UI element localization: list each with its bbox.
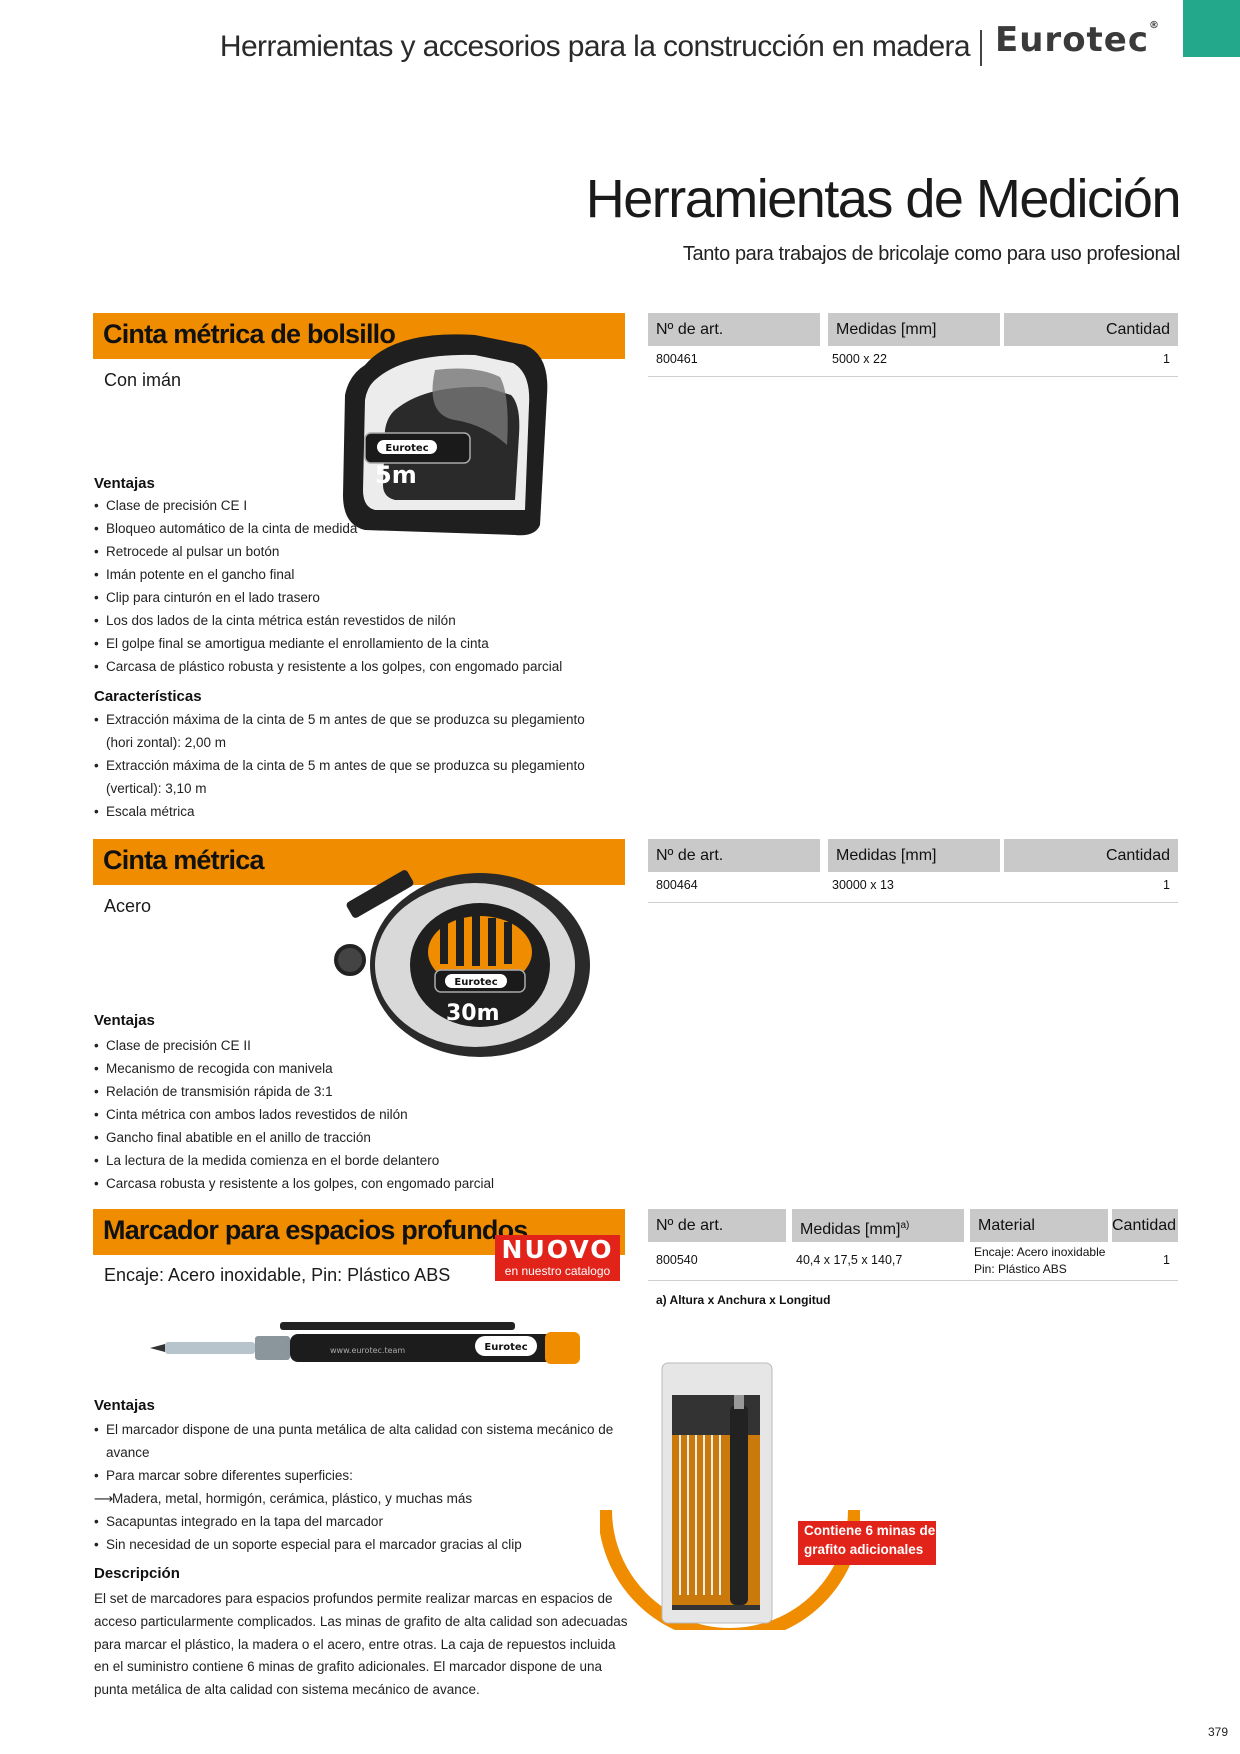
cell-medidas: 30000 x 13 xyxy=(832,878,894,892)
section-banner-pocket-tape: Cinta métrica de bolsillo xyxy=(93,313,625,359)
list-item: El golpe final se amortigua mediante el … xyxy=(94,632,614,655)
caracteristicas-list: Extracción máxima de la cinta de 5 m ant… xyxy=(94,708,614,823)
cell-medidas: 40,4 x 17,5 x 140,7 xyxy=(796,1253,903,1267)
list-item: Cinta métrica con ambos lados revestidos… xyxy=(94,1103,614,1126)
col-header-cantidad: Cantidad xyxy=(1004,313,1178,346)
col-header-medidas: Medidas [mm] xyxy=(828,313,1000,346)
col-header-cantidad: Cantidad xyxy=(1112,1209,1178,1242)
ventajas-heading: Ventajas xyxy=(94,1397,155,1414)
page-number: 379 xyxy=(1207,1725,1228,1739)
descripcion-heading: Descripción xyxy=(94,1565,180,1582)
col-header-art: Nº de art. xyxy=(648,839,820,872)
new-badge-label: NUOVO xyxy=(501,1235,614,1264)
cell-cantidad: 1 xyxy=(1163,878,1170,892)
cell-art: 800540 xyxy=(656,1253,698,1267)
pocket-tape-measure-image: Eurotec 5m xyxy=(343,334,548,536)
pen-url: www.eurotec.team xyxy=(330,1346,405,1355)
section-subtitle: Acero xyxy=(104,896,152,916)
deep-hole-marker-image: Eurotec www.eurotec.team xyxy=(150,1322,580,1364)
col-header-art: Nº de art. xyxy=(648,313,820,346)
list-item: Sacapuntas integrado en la tapa del marc… xyxy=(94,1510,614,1533)
col-header-art: Nº de art. xyxy=(648,1209,786,1242)
section-title: Marcador para espacios profundos xyxy=(103,1215,528,1245)
list-item: Extracción máxima de la cinta de 5 m ant… xyxy=(94,754,614,800)
product-table-800464: Nº de art. Medidas [mm] Cantidad 800464 … xyxy=(648,839,1178,903)
tape-size-label: 5m xyxy=(375,461,417,489)
caracteristicas-heading: Características xyxy=(94,688,202,705)
list-item: Gancho final abatible en el anillo de tr… xyxy=(94,1126,614,1149)
list-item: Los dos lados de la cinta métrica están … xyxy=(94,609,614,632)
col-header-material: Material xyxy=(970,1209,1108,1242)
list-item: La lectura de la medida comienza en el b… xyxy=(94,1149,614,1172)
tape-size-label: 30m xyxy=(446,1001,500,1026)
ventajas-list: Clase de precisión CE IIMecanismo de rec… xyxy=(94,1034,614,1195)
list-item: Escala métrica xyxy=(94,800,614,823)
new-badge-sublabel: en nuestro catalogo xyxy=(504,1264,611,1278)
list-item: Carcasa de plástico robusta y resistente… xyxy=(94,655,614,678)
refill-pack-image xyxy=(600,1362,860,1630)
section-banner-tape: Cinta métrica xyxy=(93,839,625,885)
product-table-800540: Nº de art. Medidas [mm]a) Material Canti… xyxy=(648,1209,1178,1281)
list-item: Clase de precisión CE II xyxy=(94,1034,614,1057)
list-item: Clip para cinturón en el lado trasero xyxy=(94,586,614,609)
list-item: Carcasa robusta y resistente a los golpe… xyxy=(94,1172,614,1195)
list-item: Imán potente en el gancho final xyxy=(94,563,614,586)
header-separator xyxy=(980,30,982,66)
page-subtitle: Tanto para trabajos de bricolaje como pa… xyxy=(682,243,1181,265)
new-badge: NUOVO en nuestro catalogo xyxy=(495,1235,620,1281)
list-item: Relación de transmisión rápida de 3:1 xyxy=(94,1080,614,1103)
long-tape-measure-image: Eurotec 30m xyxy=(334,870,590,1057)
header-title: Herramientas y accesorios para la constr… xyxy=(219,30,971,63)
cell-art: 800461 xyxy=(656,352,698,366)
brand-logo: Eurotec® xyxy=(995,20,1161,60)
ventajas-heading: Ventajas xyxy=(94,475,155,492)
list-item: Clase de precisión CE I xyxy=(94,494,614,517)
table-row: 800540 40,4 x 17,5 x 140,7 Encaje: Acero… xyxy=(648,1242,1178,1281)
cell-cantidad: 1 xyxy=(1163,352,1170,366)
section-title: Cinta métrica xyxy=(103,845,264,875)
ventajas-list: Clase de precisión CE IBloqueo automátic… xyxy=(94,494,614,678)
list-item: Bloqueo automático de la cinta de medida xyxy=(94,517,614,540)
list-item: Mecanismo de recogida con manivela xyxy=(94,1057,614,1080)
ventajas-list: El marcador dispone de una punta metálic… xyxy=(94,1418,614,1556)
col-header-cantidad: Cantidad xyxy=(1004,839,1178,872)
product-table-800461: Nº de art. Medidas [mm] Cantidad 800461 … xyxy=(648,313,1178,377)
cell-art: 800464 xyxy=(656,878,698,892)
list-item: Extracción máxima de la cinta de 5 m ant… xyxy=(94,708,614,754)
col-header-medidas: Medidas [mm] xyxy=(828,839,1000,872)
section-title: Cinta métrica de bolsillo xyxy=(103,319,396,349)
list-item: Sin necesidad de un soporte especial par… xyxy=(94,1533,614,1556)
section-subtitle: Con imán xyxy=(104,370,182,390)
list-item: Para marcar sobre diferentes superficies… xyxy=(94,1464,614,1487)
tape-brand-label: Eurotec xyxy=(454,977,497,988)
page-title: Herramientas de Medición xyxy=(585,169,1182,229)
list-item: Retrocede al pulsar un botón xyxy=(94,540,614,563)
ventajas-heading: Ventajas xyxy=(94,1012,155,1029)
tape-brand-label: Eurotec xyxy=(385,443,428,454)
corner-tab xyxy=(1183,0,1240,57)
table-footnote: a) Altura x Anchura x Longitud xyxy=(656,1293,831,1307)
cell-material: Encaje: Acero inoxidable Pin: Plástico A… xyxy=(974,1245,1106,1276)
col-header-medidas: Medidas [mm]a) xyxy=(792,1209,964,1242)
refill-note: Contiene 6 minas de grafito adicionales xyxy=(798,1521,936,1565)
cell-cantidad: 1 xyxy=(1163,1253,1170,1267)
cell-medidas: 5000 x 22 xyxy=(832,352,887,366)
section-banner-marker: Marcador para espacios profundos xyxy=(93,1209,625,1255)
section-subtitle: Encaje: Acero inoxidable, Pin: Plástico … xyxy=(104,1265,451,1285)
list-item: El marcador dispone de una punta metálic… xyxy=(94,1418,614,1464)
table-row: 800461 5000 x 22 1 xyxy=(648,346,1178,377)
table-row: 800464 30000 x 13 1 xyxy=(648,872,1178,903)
pen-brand-label: Eurotec xyxy=(484,1342,527,1353)
descripcion-text: El set de marcadores para espacios profu… xyxy=(94,1591,628,1698)
list-item-arrow: Madera, metal, hormigón, cerámica, plást… xyxy=(94,1487,614,1510)
